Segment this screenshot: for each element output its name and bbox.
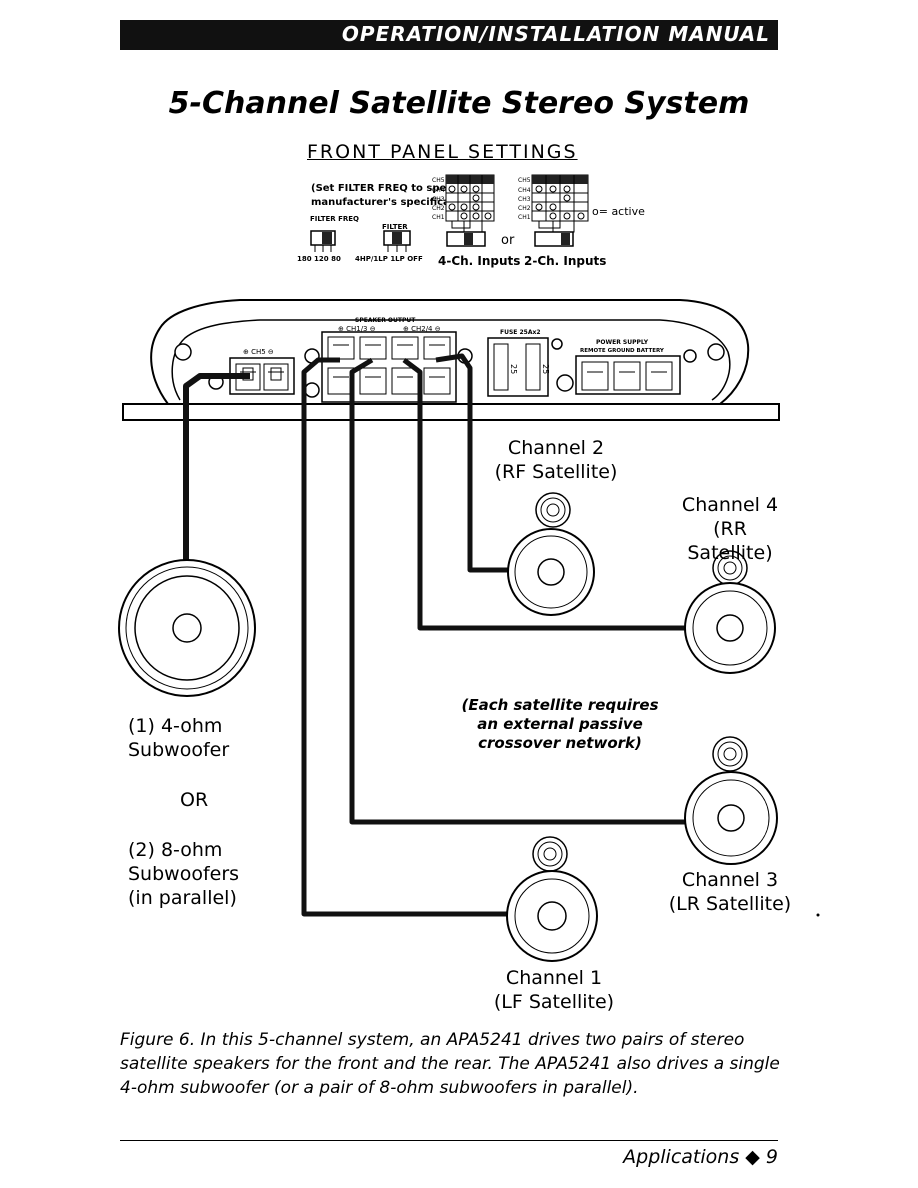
channel-1-label: Channel 1 (LF Satellite) xyxy=(492,966,616,1014)
subwoofer-option-1: (1) 4-ohm xyxy=(128,715,223,737)
channel-2-speaker xyxy=(507,492,595,616)
power-terminal-block xyxy=(575,355,681,395)
wire-channel4 xyxy=(402,358,696,631)
channel-3-desc: (LR Satellite) xyxy=(668,893,792,915)
matrix-2ch: CH5 CH4 CH3 CH2 CH1 xyxy=(518,174,589,247)
channel-1-name: Channel 1 xyxy=(505,967,603,989)
wire-channel2 xyxy=(435,353,516,573)
matrix-2ch-row-ch2: CH2 xyxy=(518,205,531,212)
amplifier: SPEAKER OUTPUT ⊕ CH1/3 ⊖ ⊕ CH2/4 ⊖ ⊕ CH5… xyxy=(122,299,780,421)
ch24-label: ⊕ CH2/4 ⊖ xyxy=(403,325,441,333)
channel-2-name: Channel 2 xyxy=(507,437,605,459)
power-supply-label: POWER SUPPLY xyxy=(596,339,649,346)
channel-4-desc: (RR Satellite) xyxy=(687,518,773,564)
footer-page: Applications ◆ 9 xyxy=(623,1146,778,1168)
filter-values: 4HP/1LP 1LP OFF xyxy=(355,255,423,263)
wires xyxy=(183,353,696,917)
header-bar: OPERATION/INSTALLATION MANUAL xyxy=(120,20,778,50)
matrix-4ch: CH5 CH4 CH3 CH2 CH1 xyxy=(432,174,495,247)
channel-4-label: Channel 4 (RR Satellite) xyxy=(668,493,792,565)
figure-caption: Figure 6. In this 5-channel system, an A… xyxy=(120,1030,780,1098)
matrix-2ch-row-ch3: CH3 xyxy=(518,196,531,203)
speaker-output-label: SPEAKER OUTPUT xyxy=(355,317,416,324)
filter-freq-label: FILTER FREQ xyxy=(310,215,359,223)
power-terms-label: REMOTE GROUND BATTERY xyxy=(580,348,665,354)
matrix-2ch-row-ch5: CH5 xyxy=(518,177,531,184)
channel-3-speaker xyxy=(684,736,778,865)
matrix-4ch-row-ch2: CH2 xyxy=(432,205,445,212)
amp-screw-right xyxy=(707,343,725,361)
filter-label: FILTER xyxy=(382,223,408,231)
subwoofer xyxy=(118,559,256,697)
subwoofer-or: OR xyxy=(180,789,209,811)
wire-subwoofer xyxy=(183,373,250,560)
ch13-label: ⊕ CH1/3 ⊖ xyxy=(338,325,376,333)
footer-rule xyxy=(120,1140,778,1141)
channel-3-name: Channel 3 xyxy=(681,869,779,891)
crossover-note-line2: an external passive xyxy=(477,715,643,733)
matrix-4ch-row-ch1: CH1 xyxy=(432,214,445,221)
front-panel-title: FRONT PANEL SETTINGS xyxy=(307,141,578,163)
matrix-2ch-row-ch4: CH4 xyxy=(518,187,531,194)
speaker-terminal-block xyxy=(321,331,457,403)
matrix-2ch-row-ch1: CH1 xyxy=(518,214,531,221)
channel-1-desc: (LF Satellite) xyxy=(493,991,615,1013)
filter-freq-switch xyxy=(310,230,336,252)
subwoofer-option-2: (2) 8-ohm xyxy=(128,839,223,861)
crossover-note: (Each satellite requires an external pas… xyxy=(440,696,680,753)
amp-screw-left xyxy=(174,343,192,361)
channel-3-label: Channel 3 (LR Satellite) xyxy=(668,868,792,916)
subwoofer-option-2-type: Subwoofers xyxy=(128,863,240,885)
channel-2-label: Channel 2 (RF Satellite) xyxy=(494,436,618,484)
wire-channel3 xyxy=(349,357,690,825)
subwoofer-option-2-wiring: (in parallel) xyxy=(128,887,237,909)
inputs-or: or xyxy=(501,233,515,248)
panel-instruction-2: manufacturer's specifications) xyxy=(311,197,483,208)
channel-4-speaker xyxy=(684,550,776,674)
matrix-4ch-row-ch5: CH5 xyxy=(432,177,445,184)
inputs-4ch: 4-Ch. Inputs xyxy=(438,254,520,268)
fuse-2-value: 25 xyxy=(541,364,550,374)
matrix-4ch-row-ch4: CH4 xyxy=(432,187,445,194)
filter-freq-values: 180 120 80 xyxy=(297,255,341,263)
channel-1-speaker xyxy=(506,836,598,962)
front-panel-settings: (Set FILTER FREQ to speaker manufacturer… xyxy=(297,174,645,268)
crossover-note-line1: (Each satellite requires xyxy=(461,696,659,714)
filter-switch xyxy=(383,230,411,252)
fuse-1-value: 25 xyxy=(509,364,518,374)
crossover-note-line3: crossover network) xyxy=(478,734,642,752)
active-legend: o= active xyxy=(592,205,645,218)
wire-channel1 xyxy=(301,357,518,917)
fuse-block: 25 25 xyxy=(487,337,550,397)
subwoofer-option-1-type: Subwoofer xyxy=(128,739,230,761)
channel-2-desc: (RF Satellite) xyxy=(494,461,618,483)
inputs-2ch: 2-Ch. Inputs xyxy=(524,254,606,268)
page-title: 5-Channel Satellite Stereo System xyxy=(168,86,750,121)
subwoofer-label: (1) 4-ohm Subwoofer OR (2) 8-ohm Subwoof… xyxy=(128,714,252,910)
header-title: OPERATION/INSTALLATION MANUAL xyxy=(341,22,770,46)
channel-4-name: Channel 4 xyxy=(681,494,779,516)
amp-base-plate xyxy=(122,403,780,421)
matrix-4ch-row-ch3: CH3 xyxy=(432,196,445,203)
ch5-label: ⊕ CH5 ⊖ xyxy=(243,348,274,356)
panel-instruction-1: (Set FILTER FREQ to speaker xyxy=(311,183,471,194)
fuse-label: FUSE 25Ax2 xyxy=(500,329,541,336)
